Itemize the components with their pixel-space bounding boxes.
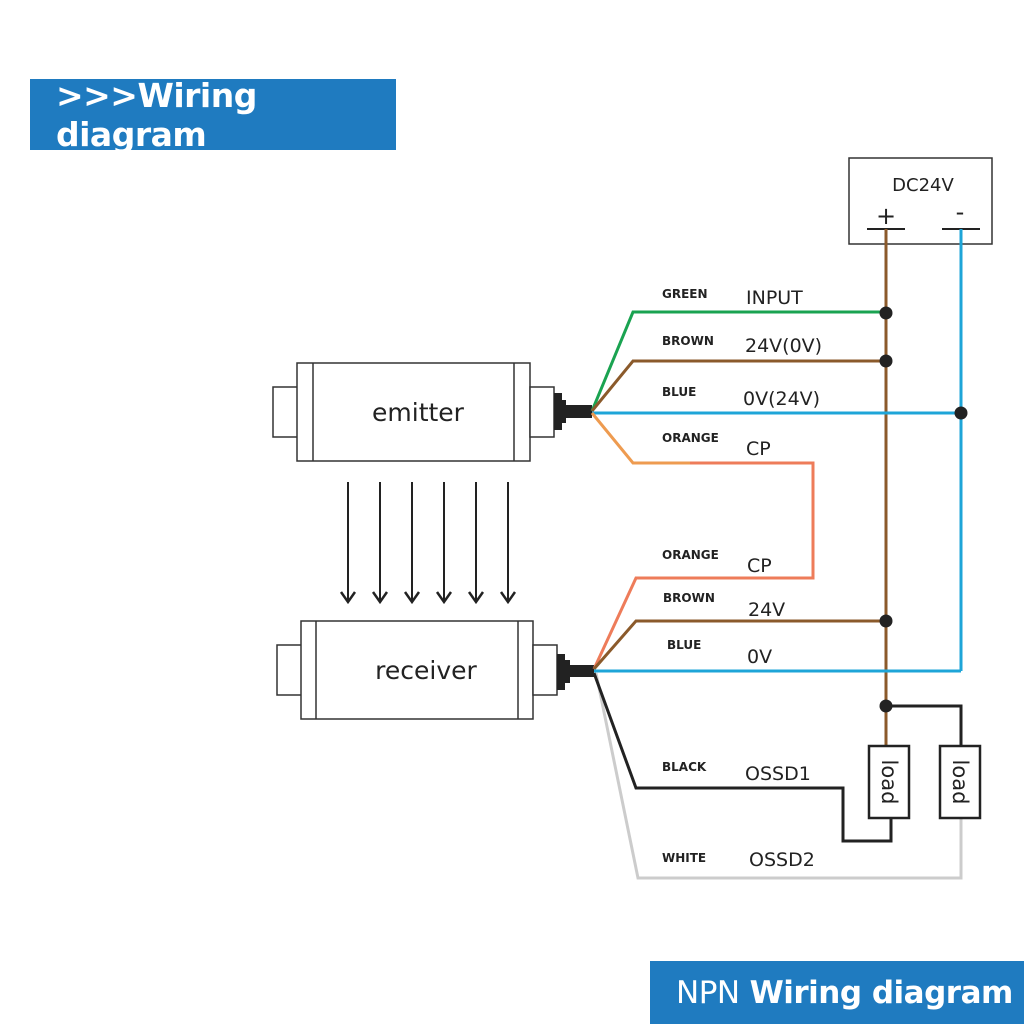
power-supply: DC24V + - bbox=[848, 157, 993, 245]
signal-label: OSSD2 bbox=[749, 849, 815, 871]
signal-label: 0V bbox=[747, 646, 772, 668]
receiver-body bbox=[300, 620, 534, 720]
emitter-label: emitter bbox=[372, 398, 465, 427]
emitter: emitter bbox=[272, 362, 592, 462]
cp-link-wire bbox=[690, 461, 815, 580]
power-supply-box bbox=[848, 157, 993, 245]
emitter-body bbox=[296, 362, 531, 462]
signal-label: 0V(24V) bbox=[743, 388, 820, 410]
beam-arrow bbox=[371, 482, 389, 605]
wire-color-label: BLUE bbox=[662, 385, 696, 399]
header-title: >>>Wiring diagram bbox=[56, 75, 257, 154]
footer-prefix: NPN bbox=[676, 974, 740, 1011]
receiver-brown-wire bbox=[592, 619, 886, 670]
plus-terminal-label: + bbox=[876, 202, 896, 230]
load-supply-wire bbox=[886, 704, 963, 746]
junction-dot bbox=[954, 406, 968, 420]
wire-color-label: BLACK bbox=[662, 760, 707, 774]
load-1-box bbox=[867, 744, 911, 820]
light-beams bbox=[339, 482, 517, 605]
wire-color-label: BROWN bbox=[662, 334, 714, 348]
wire-color-label: ORANGE bbox=[662, 548, 719, 562]
receiver-label: receiver bbox=[375, 656, 477, 685]
wire-color-label: GREEN bbox=[662, 287, 708, 301]
emitter-orange-wire bbox=[590, 412, 690, 465]
load-2: load bbox=[938, 744, 982, 820]
signal-label: OSSD1 bbox=[745, 763, 811, 785]
header-banner: >>>Wiring diagram bbox=[30, 76, 396, 154]
receiver-black-wire bbox=[592, 672, 893, 843]
load-2-box bbox=[938, 744, 982, 820]
receiver: receiver bbox=[276, 620, 594, 720]
junction-dot bbox=[879, 306, 893, 320]
emitter-cable-gland bbox=[554, 393, 592, 430]
power-supply-label: DC24V bbox=[892, 175, 954, 196]
wire-color-label: ORANGE bbox=[662, 431, 719, 445]
load-2-label: load bbox=[948, 760, 972, 805]
emitter-brown-wire bbox=[590, 359, 886, 412]
beam-arrow bbox=[435, 482, 453, 605]
junction-dot bbox=[879, 614, 893, 628]
emitter-green-wire bbox=[590, 310, 886, 412]
beam-arrow bbox=[339, 482, 357, 605]
minus-terminal-label: - bbox=[956, 198, 965, 226]
receiver-white-wire bbox=[594, 672, 963, 880]
wire-color-label: BLUE bbox=[667, 638, 701, 652]
receiver-cable-gland bbox=[557, 654, 594, 690]
receiver-orange-wire bbox=[592, 576, 690, 670]
signal-label: 24V bbox=[748, 599, 785, 621]
footer-title: Wiring diagram bbox=[749, 974, 1014, 1011]
load-1-label: load bbox=[877, 760, 901, 805]
footer-banner: NPN Wiring diagram bbox=[650, 961, 1024, 1024]
beam-arrow bbox=[467, 482, 485, 605]
wire-color-label: WHITE bbox=[662, 851, 706, 865]
signal-label: CP bbox=[746, 438, 771, 460]
junction-dot bbox=[879, 699, 893, 713]
signal-label: 24V(0V) bbox=[745, 335, 822, 357]
junction-dot bbox=[879, 354, 893, 368]
beam-arrow bbox=[403, 482, 421, 605]
load-1: load bbox=[867, 744, 911, 820]
beam-arrow bbox=[499, 482, 517, 605]
signal-label: INPUT bbox=[746, 287, 803, 309]
signal-label: CP bbox=[747, 555, 772, 577]
wire-color-label: BROWN bbox=[663, 591, 715, 605]
